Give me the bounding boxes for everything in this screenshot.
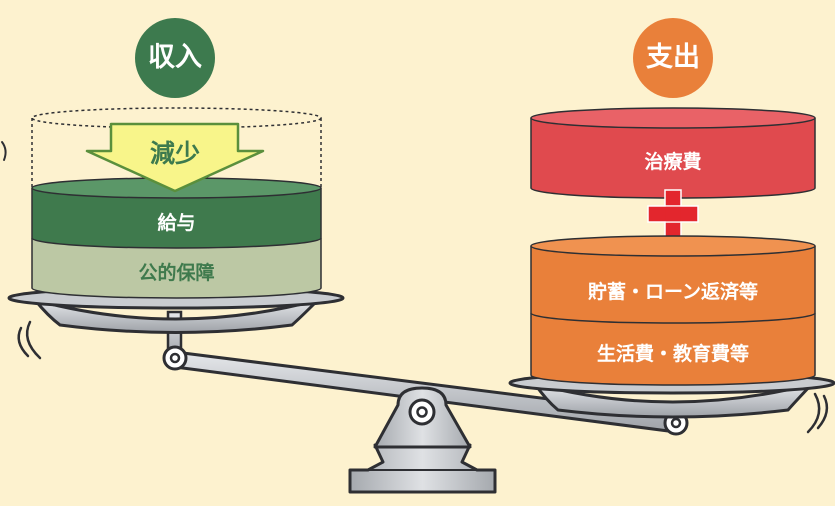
expense-title-circle	[633, 18, 713, 98]
right-motion-lines-icon	[806, 392, 829, 434]
income-salary-label: 給与	[157, 212, 196, 234]
plus-icon	[647, 189, 699, 241]
income-public-security-label: 公的保障	[138, 262, 215, 284]
expense-savings-loan-layer	[530, 235, 816, 324]
expense-savings-loan-label: 貯蓄・ローン返済等	[587, 281, 759, 303]
expense-living-education-label: 生活費・教育費等	[596, 343, 749, 365]
income-title-circle	[135, 18, 215, 98]
decrease-arrow-icon	[85, 122, 265, 193]
expense-treatment-label: 治療費	[644, 151, 702, 173]
scale-base	[348, 443, 497, 494]
left-motion-lines-icon	[17, 320, 42, 360]
expense-title: 支出	[646, 42, 700, 73]
left-edge-tick-icon	[1, 141, 7, 161]
left-pin	[162, 345, 188, 371]
income-title: 収入	[148, 42, 202, 73]
expense-treatment-block	[530, 107, 816, 199]
income-public-security-layer	[31, 238, 322, 299]
scale-pivot	[373, 386, 472, 449]
expense-living-education-layer	[530, 313, 816, 386]
decrease-label: 減少	[149, 139, 200, 168]
